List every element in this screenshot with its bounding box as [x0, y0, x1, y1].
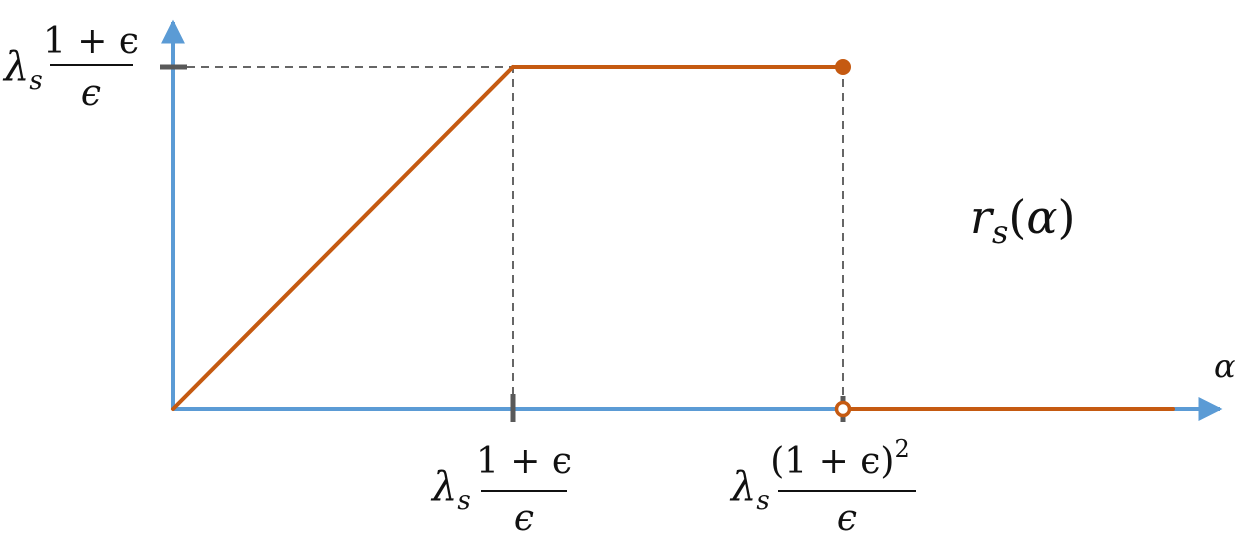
curve-segment-1 [171, 65, 515, 411]
function-label: rs(α) [970, 190, 1075, 251]
y-tick-denominator: ϵ [81, 73, 101, 114]
function-curve [171, 65, 1175, 411]
x-tick-1-coefficient: λ [430, 464, 457, 510]
x-tick-2-numerator: (1 + ϵ) [770, 441, 894, 482]
function-open-paren: ( [1008, 190, 1026, 244]
x-tick-1-subscript: s [457, 486, 470, 516]
y-tick-coefficient: λ [2, 44, 29, 90]
svg-text:λs: λs [729, 464, 770, 516]
x-tick-2-exponent: 2 [894, 435, 909, 463]
x-tick-2-subscript: s [756, 486, 769, 516]
x-axis-label: α [1214, 347, 1236, 385]
function-subscript: s [992, 213, 1008, 251]
x-tick-1-numerator: 1 + ϵ [476, 441, 572, 482]
function-close-paren: ) [1057, 190, 1075, 244]
svg-text:λs: λs [2, 44, 43, 96]
y-tick-label: λs 1 + ϵ ϵ [2, 21, 139, 114]
x-tick-label-1: λs 1 + ϵ ϵ [430, 441, 572, 534]
open-endpoint-marker [834, 400, 852, 418]
y-tick-numerator: 1 + ϵ [43, 21, 139, 62]
y-tick-subscript: s [29, 66, 42, 96]
svg-text:(1 + ϵ)2: (1 + ϵ)2 [770, 435, 910, 482]
x-tick-2-coefficient: λ [729, 464, 756, 510]
dashed-guides [173, 66, 844, 409]
x-tick-label-2: λs (1 + ϵ)2 ϵ [729, 435, 916, 534]
endpoint-markers [834, 59, 852, 418]
function-argument: α [1026, 190, 1057, 244]
filled-endpoint-marker [835, 59, 851, 75]
x-tick-1-denominator: ϵ [514, 498, 534, 534]
x-tick-2-denominator: ϵ [837, 498, 857, 534]
function-name: r [970, 190, 995, 244]
tick-marks [160, 64, 846, 422]
svg-text:λs: λs [430, 464, 471, 516]
